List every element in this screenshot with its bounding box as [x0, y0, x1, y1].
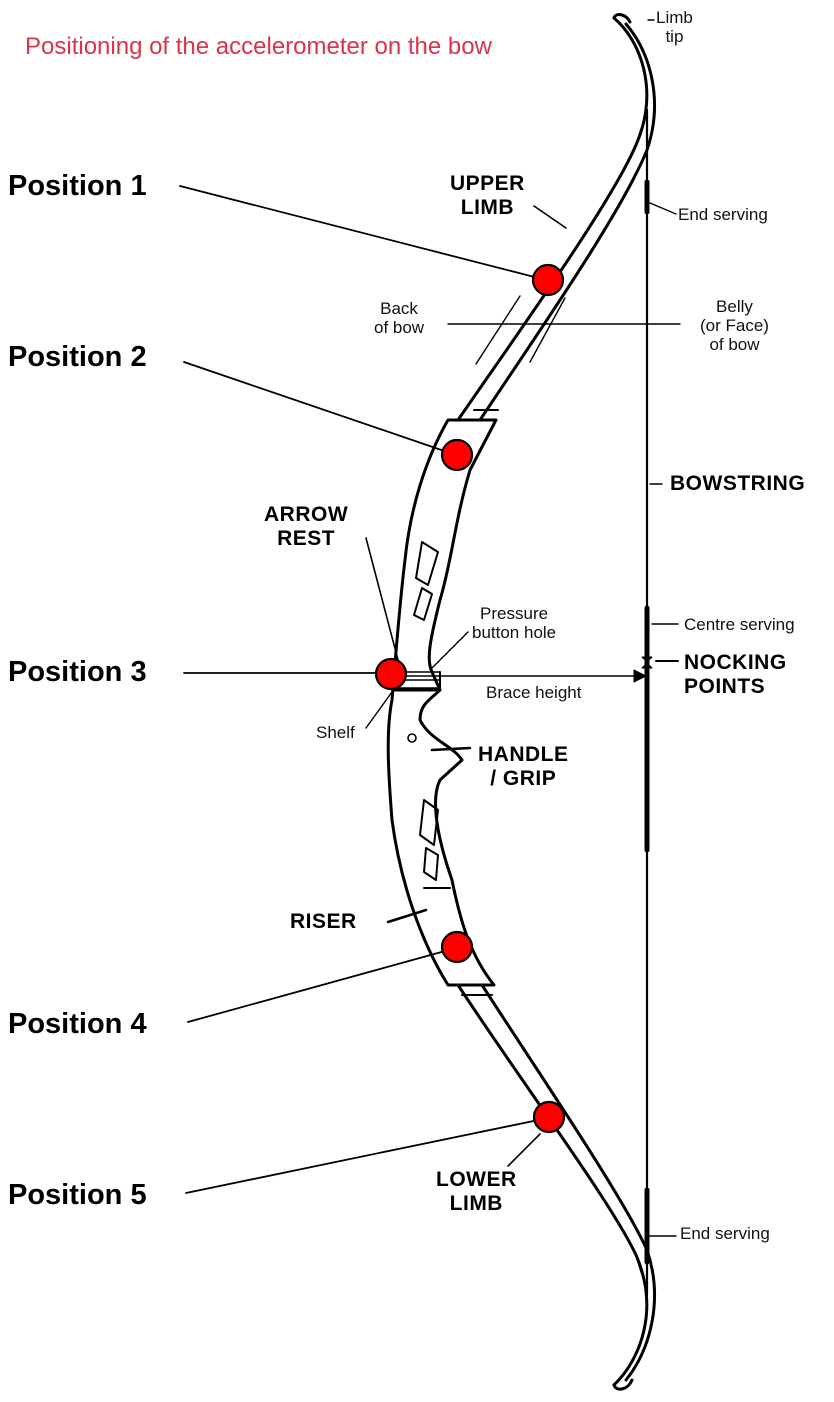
- belly-of-bow-label: Belly (or Face) of bow: [700, 297, 769, 355]
- marker-position-3: [374, 657, 408, 691]
- nocking-points-label: NOCKING POINTS: [684, 651, 787, 698]
- nocking-point-marks: [641, 656, 653, 669]
- end-serving-top-label: End serving: [678, 205, 768, 224]
- position-5-leader: [185, 1117, 549, 1194]
- lower-limb-outer: [456, 983, 649, 1387]
- position-2-leader: [183, 361, 457, 456]
- brace-height-arrowhead: [633, 669, 647, 683]
- pressure-button-hole-label: Pressure button hole: [472, 604, 557, 643]
- position-1-label: Position 1: [8, 170, 147, 202]
- marker-position-4: [440, 930, 474, 964]
- back-of-bow-label: Back of bow: [374, 299, 425, 338]
- riser-label: RISER: [290, 910, 357, 933]
- shelf-label: Shelf: [316, 723, 355, 742]
- riser-outline: [386, 418, 498, 987]
- limb-tip-top: [612, 13, 632, 24]
- position-1-leader: [179, 185, 547, 281]
- position-4-label: Position 4: [8, 1008, 147, 1040]
- end-serving-bottom-label: End serving: [680, 1224, 770, 1243]
- diagram-title: Positioning of the accelerometer on the …: [25, 33, 492, 60]
- upper-limb-inner: [478, 22, 656, 422]
- position-4-leader: [187, 947, 457, 1023]
- lower-limb-label: LOWER LIMB: [436, 1168, 517, 1215]
- position-5-label: Position 5: [8, 1179, 147, 1211]
- marker-position-5: [532, 1100, 566, 1134]
- upper-limb-label: UPPER LIMB: [450, 172, 525, 219]
- bowstring-label: BOWSTRING: [670, 472, 806, 495]
- position-3-label: Position 3: [8, 656, 147, 688]
- arrow-rest-label: ARROW REST: [264, 503, 349, 550]
- marker-position-2: [440, 438, 474, 472]
- centre-serving-label: Centre serving: [684, 615, 795, 634]
- limb-tip-label: Limb tip: [656, 8, 693, 47]
- upper-limb-outer: [456, 16, 649, 422]
- handle-grip-label: HANDLE / GRIP: [478, 743, 569, 790]
- marker-position-1: [531, 263, 565, 297]
- position-2-label: Position 2: [8, 341, 147, 373]
- lower-limb-inner: [480, 983, 656, 1382]
- brace-height-label: Brace height: [486, 683, 582, 702]
- limb-tip-bottom: [612, 1378, 634, 1391]
